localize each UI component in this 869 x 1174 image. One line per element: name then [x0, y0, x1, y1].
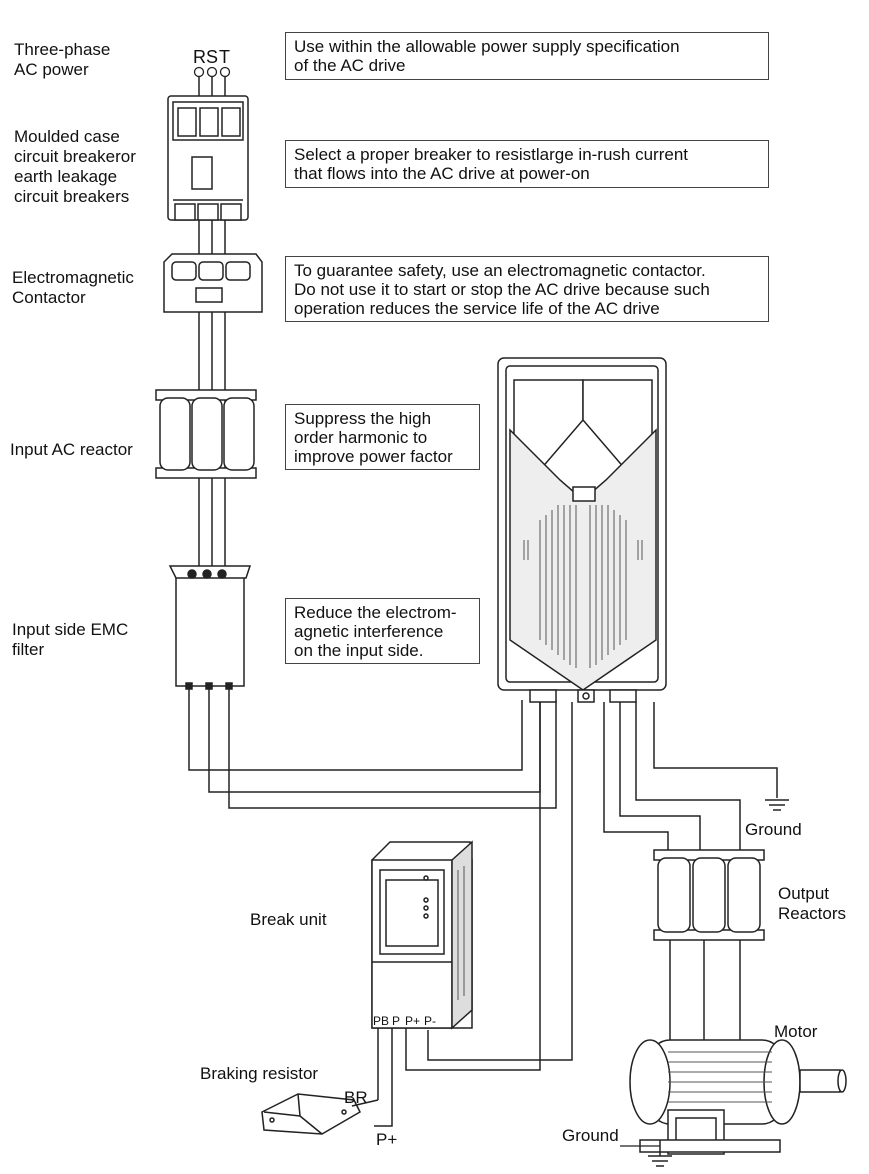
break-unit-icon	[371, 840, 473, 1030]
braking-resistor-label: Braking resistor	[200, 1064, 319, 1083]
wire-emc-t	[228, 689, 557, 809]
wire-out-v	[619, 702, 701, 850]
wire-emc-s	[208, 689, 541, 793]
ground-bottom-label: Ground	[562, 1126, 619, 1145]
ac-drive-icon	[497, 357, 667, 703]
power-label: Three-phase AC power	[14, 40, 111, 79]
terminal-p-label: P	[392, 1014, 401, 1028]
output-reactors-label: Output Reactors	[778, 884, 847, 923]
terminal-pplus-label: P+	[405, 1014, 421, 1028]
wire-pplus-resistor	[374, 1028, 393, 1127]
terminal-pb-label: PB	[373, 1014, 390, 1028]
ground-top-label: Ground	[745, 820, 802, 839]
wire-out-w	[635, 702, 741, 850]
wire-dc-plus-return	[558, 702, 572, 816]
wire-ground-top	[653, 702, 778, 798]
emc-filter-label: Input side EMC filter	[12, 620, 129, 659]
reactor-note: Suppress the high order harmonic to impr…	[285, 404, 480, 470]
terminal-pminus-label: P-	[424, 1014, 436, 1028]
wire-emc-r	[188, 689, 523, 771]
contactor-label: Electromagnetic Contactor	[12, 268, 134, 307]
ac-reactor-label: Input AC reactor	[10, 440, 133, 459]
phase-s-label: S	[206, 47, 219, 67]
breaker-label: Moulded case circuit breakeror earth lea…	[14, 127, 136, 206]
braking-resistor-icon	[261, 1093, 361, 1135]
motor-icon	[629, 1039, 847, 1155]
p-plus-bottom-label: P+	[376, 1130, 398, 1149]
terminal-t	[219, 66, 231, 78]
ground-bottom-icon	[648, 1140, 672, 1167]
terminal-s	[206, 66, 218, 78]
emc-note: Reduce the electrom- agnetic interferenc…	[285, 598, 480, 664]
terminal-r	[193, 66, 205, 78]
br-label: BR	[344, 1088, 368, 1107]
wire-out-u	[603, 702, 669, 850]
ground-top-icon	[765, 799, 789, 811]
breaker-note: Select a proper breaker to resistlarge i…	[285, 140, 769, 188]
circuit-breaker-icon	[167, 95, 249, 221]
break-unit-label: Break unit	[250, 910, 327, 929]
emc-filter-icon	[168, 565, 252, 690]
phase-r-label: R	[193, 47, 206, 67]
input-reactor-icon	[155, 389, 257, 479]
contactor-note: To guarantee safety, use an electromagne…	[285, 256, 769, 322]
power-note: Use within the allowable power supply sp…	[285, 32, 769, 80]
motor-label: Motor	[774, 1022, 818, 1041]
output-reactor-icon	[653, 849, 765, 941]
phase-t-label: T	[219, 47, 230, 67]
wire-dc-pm	[405, 702, 541, 1071]
wire-p-plus	[427, 702, 573, 1061]
contactor-icon	[163, 253, 263, 313]
